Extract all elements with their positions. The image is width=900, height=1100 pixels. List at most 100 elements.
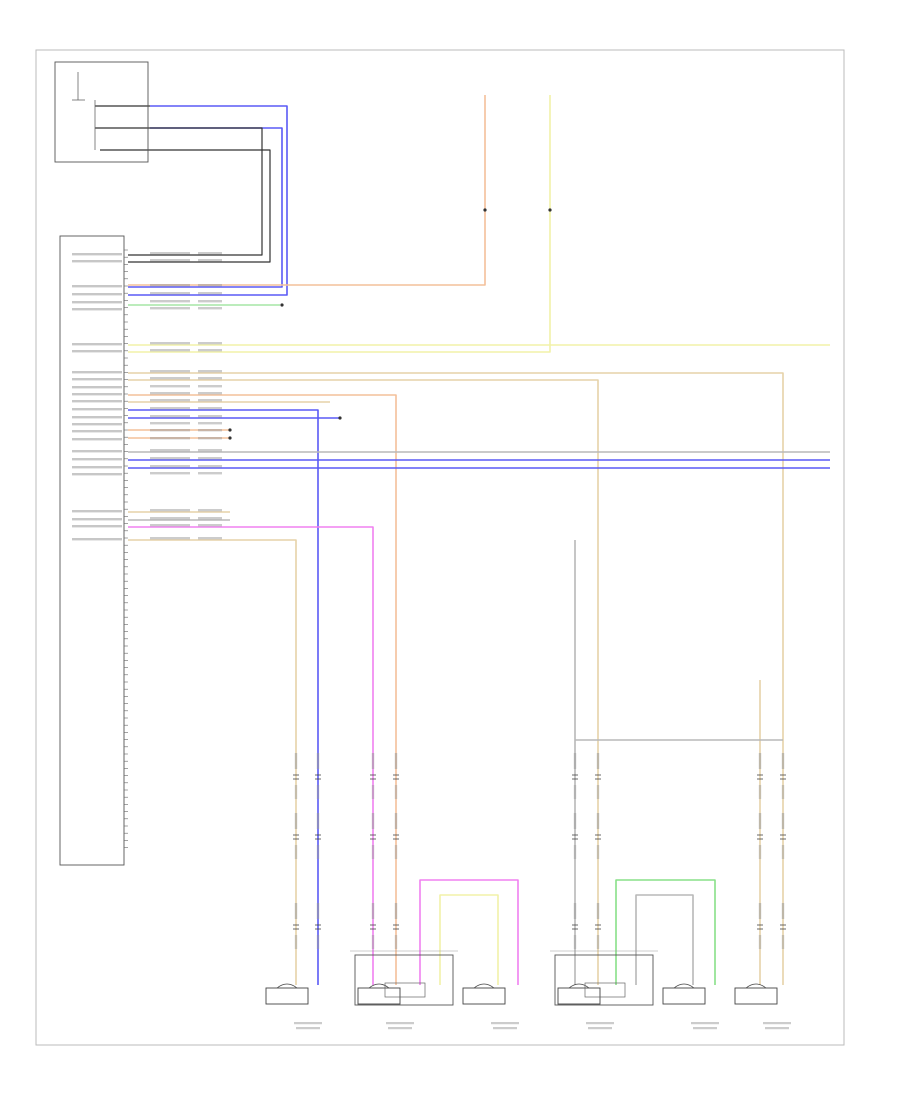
- wire-code-mark: [150, 385, 190, 388]
- speaker-body: [265, 987, 309, 1005]
- component-label-mark: [588, 1027, 612, 1030]
- wire-black: [128, 149, 271, 263]
- pin-label-mark: [72, 450, 122, 453]
- wire-label-mark: [371, 813, 375, 829]
- wire-label-mark: [371, 845, 375, 859]
- wire-label-mark: [573, 935, 577, 949]
- splice-dot: [228, 436, 232, 440]
- wire-label-mark: [596, 785, 600, 799]
- wire-code-mark: [198, 429, 222, 432]
- wire-code-mark: [150, 415, 190, 418]
- component-label-mark: [493, 1027, 517, 1030]
- component-label-mark: [765, 1027, 789, 1030]
- wire-label-mark: [371, 753, 375, 769]
- wire-code-mark: [198, 537, 222, 540]
- wire-code-mark: [198, 415, 222, 418]
- wire-code-mark: [150, 307, 190, 310]
- wire-code-mark: [198, 284, 222, 287]
- wire-label-mark: [596, 935, 600, 949]
- wires-layer: [95, 95, 830, 985]
- wire-yellow: [439, 894, 499, 985]
- pin-label-mark: [72, 416, 122, 419]
- module-inner: [584, 982, 626, 998]
- wire-orange: [128, 394, 397, 985]
- speaker-body: [557, 987, 601, 1005]
- wire-label-mark: [573, 813, 577, 829]
- pin-label-mark: [72, 430, 122, 433]
- wire-orange: [128, 95, 486, 286]
- wire-label-mark: [758, 785, 762, 799]
- wire-code-mark: [150, 517, 190, 520]
- wire-label-mark: [596, 753, 600, 769]
- wire-label-mark: [371, 785, 375, 799]
- splice-dot: [483, 208, 487, 212]
- wire-label-mark: [316, 845, 320, 859]
- speaker-cone: [568, 983, 590, 989]
- wire-label-mark: [371, 903, 375, 919]
- wire-tan: [128, 372, 784, 985]
- speaker-body: [462, 987, 506, 1005]
- wire-code-mark: [150, 407, 190, 410]
- wire-label-mark: [371, 935, 375, 949]
- speaker-cone: [745, 983, 767, 989]
- wire-black: [128, 127, 263, 256]
- wire-code-mark: [150, 509, 190, 512]
- speaker-cone: [276, 983, 298, 989]
- wire-code-mark: [198, 300, 222, 303]
- component-label-mark: [763, 1022, 791, 1025]
- component-label-mark: [294, 1022, 322, 1025]
- wire-label-mark: [781, 813, 785, 829]
- wire-code-mark: [150, 259, 190, 262]
- wire-label-mark: [758, 753, 762, 769]
- wire-label-mark: [758, 813, 762, 829]
- wire-code-mark: [150, 292, 190, 295]
- pin-label-mark: [72, 393, 122, 396]
- splice-dot: [338, 416, 342, 420]
- wire-label-mark: [781, 785, 785, 799]
- wire-label-mark: [573, 785, 577, 799]
- pin-label-mark: [72, 386, 122, 389]
- wire-code-mark: [198, 524, 222, 527]
- wire-label-mark: [596, 903, 600, 919]
- splice-dot: [228, 428, 232, 432]
- pin-label-mark: [72, 400, 122, 403]
- wire-label-mark: [394, 785, 398, 799]
- speaker-module-box: [354, 954, 454, 1006]
- wire-code-mark: [198, 307, 222, 310]
- wire-code-mark: [198, 509, 222, 512]
- speaker-body: [734, 987, 778, 1005]
- speaker-body: [357, 987, 401, 1005]
- pin-label-mark: [72, 350, 122, 353]
- wire-label-mark: [596, 845, 600, 859]
- wire-label-mark: [394, 935, 398, 949]
- pin-label-mark: [72, 260, 122, 263]
- pin-label-mark: [72, 408, 122, 411]
- wire-code-mark: [198, 252, 222, 255]
- wire-label-mark: [781, 935, 785, 949]
- wire-tan: [128, 379, 599, 985]
- wire-code-mark: [150, 284, 190, 287]
- pin-label-mark: [72, 378, 122, 381]
- module-box: [59, 235, 125, 866]
- wire-code-mark: [198, 422, 222, 425]
- wire-code-mark: [150, 524, 190, 527]
- wire-label-mark: [573, 845, 577, 859]
- wire-code-mark: [150, 465, 190, 468]
- wire-code-mark: [198, 349, 222, 352]
- wire-code-mark: [150, 349, 190, 352]
- wire-code-mark: [150, 399, 190, 402]
- wire-label-mark: [394, 813, 398, 829]
- wire-label-mark: [758, 845, 762, 859]
- wire-label-mark: [294, 935, 298, 949]
- wire-label-mark: [394, 903, 398, 919]
- component-label-mark: [693, 1027, 717, 1030]
- splice-dot: [280, 303, 284, 307]
- pin-label-mark: [72, 285, 122, 288]
- module-inner: [384, 982, 426, 998]
- pin-label-mark: [72, 518, 122, 521]
- wire-code-mark: [198, 465, 222, 468]
- wire-code-mark: [198, 292, 222, 295]
- wire-label-mark: [758, 903, 762, 919]
- speaker-cone: [673, 983, 695, 989]
- pin-label-mark: [72, 293, 122, 296]
